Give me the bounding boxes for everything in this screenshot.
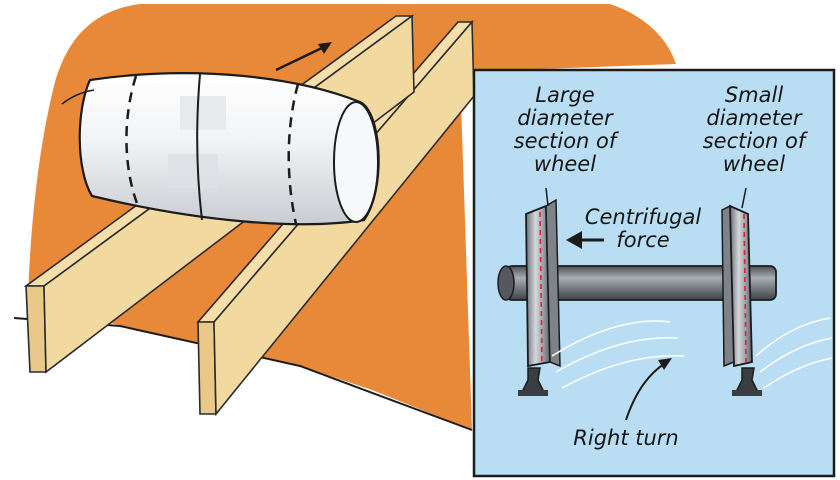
small-label-line: Small: [724, 83, 784, 107]
right-turn-arrow: [625, 358, 672, 421]
right-turn-label: Right turn: [546, 427, 706, 450]
centrifugal-force-label: Centrifugal force: [568, 206, 718, 252]
joined-cups: [61, 72, 380, 226]
small-pointer-line: [741, 187, 747, 209]
small-label-line: diameter: [706, 106, 802, 130]
small-diameter-label: Small diameter section of wheel: [686, 84, 822, 176]
axle: [497, 265, 777, 301]
motion-arrow: [275, 42, 332, 72]
front-rail-side: [25, 285, 47, 373]
turn-label-line: Right turn: [573, 426, 679, 450]
large-label-line: diameter: [517, 106, 613, 130]
large-label-line: Large: [535, 83, 595, 107]
right-wheel: [721, 204, 753, 368]
force-label-line: Centrifugal: [584, 205, 702, 229]
small-label-line: wheel: [722, 152, 786, 176]
left-wheel: [525, 198, 561, 368]
large-label-line: wheel: [533, 152, 597, 176]
right-rail-profile: [732, 367, 762, 396]
small-label-line: section of: [702, 129, 806, 153]
large-label-line: section of: [513, 129, 617, 153]
force-label-line: force: [616, 228, 670, 252]
large-pointer-line: [545, 187, 549, 207]
motion-swooshes: [551, 317, 833, 389]
centrifugal-force-arrow: [566, 231, 604, 249]
left-rail-profile: [518, 367, 548, 396]
back-rail-side: [197, 321, 217, 415]
large-diameter-label: Large diameter section of wheel: [500, 84, 630, 176]
